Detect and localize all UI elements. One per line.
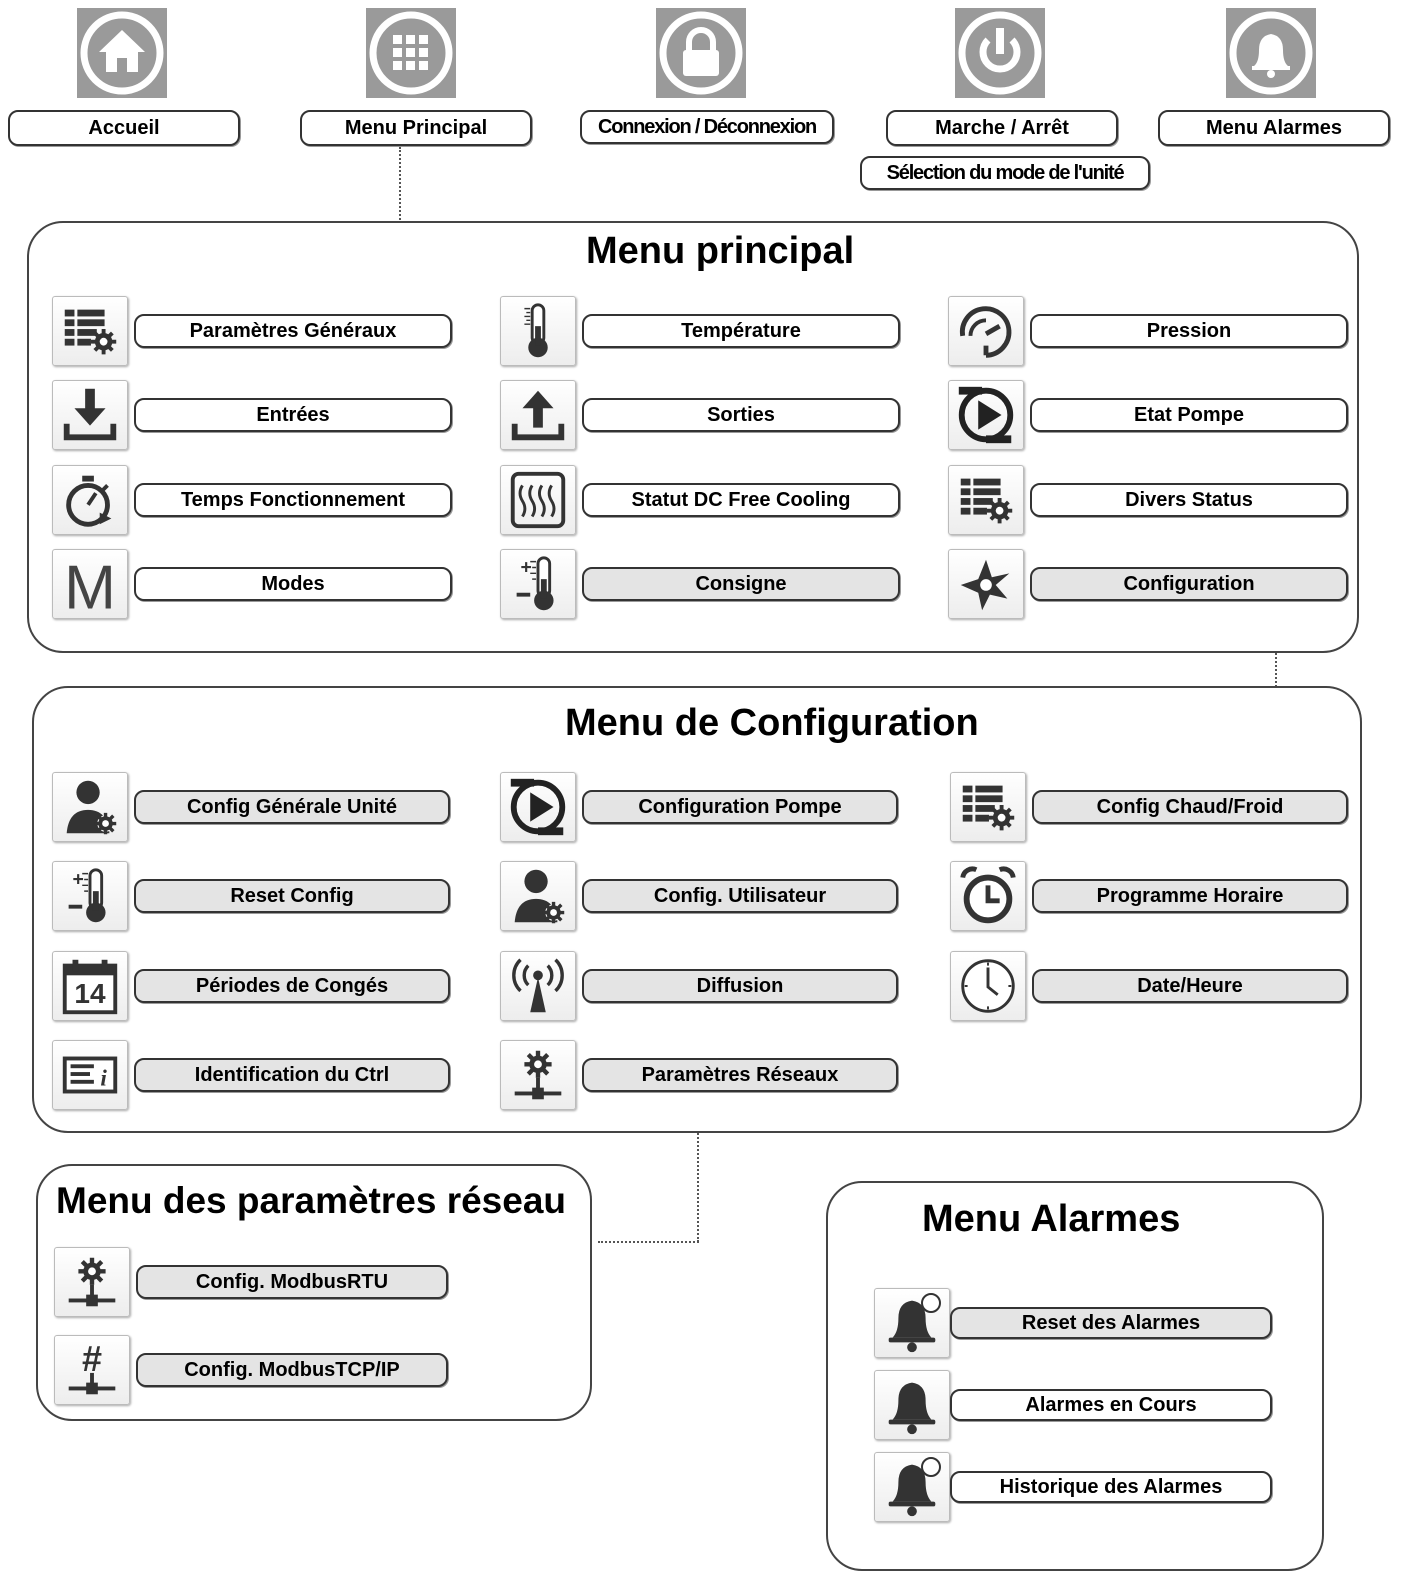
setpoint-thermometer-icon[interactable]	[500, 549, 576, 619]
pump-icon[interactable]	[500, 772, 576, 842]
config-utilisateur-button[interactable]: Config. Utilisateur	[582, 879, 898, 913]
settings-list-icon[interactable]	[950, 772, 1026, 842]
date-heure-button[interactable]: Date/Heure	[1032, 969, 1348, 1003]
parametres-generaux-button[interactable]: Paramètres Généraux	[134, 314, 452, 348]
config-modbustcp-ip-button[interactable]: Config. ModbusTCP/IP	[136, 1353, 448, 1387]
connector-network-menu	[598, 1241, 699, 1243]
heat-waves-icon[interactable]	[500, 465, 576, 535]
tools-icon[interactable]	[948, 549, 1024, 619]
config-chaud-froid-button[interactable]: Config Chaud/Froid	[1032, 790, 1348, 824]
divers-status-button[interactable]: Divers Status	[1030, 483, 1348, 517]
reset-config-button[interactable]: Reset Config	[134, 879, 450, 913]
consigne-button[interactable]: Consigne	[582, 567, 900, 601]
letter-m-icon[interactable]	[52, 549, 128, 619]
temperature-button[interactable]: Température	[582, 314, 900, 348]
diffusion-button[interactable]: Diffusion	[582, 969, 898, 1003]
network-hash-icon[interactable]: #	[54, 1335, 130, 1405]
download-arrow-icon[interactable]	[52, 380, 128, 450]
config-generale-unite-button[interactable]: Config Générale Unité	[134, 790, 450, 824]
id-card-icon[interactable]	[52, 1040, 128, 1110]
temps-fonctionnement-button[interactable]: Temps Fonctionnement	[134, 483, 452, 517]
home-icon[interactable]	[77, 8, 167, 98]
stopwatch-icon[interactable]	[52, 465, 128, 535]
upload-arrow-icon[interactable]	[500, 380, 576, 450]
reset-des-alarmes-button[interactable]: Reset des Alarmes	[950, 1307, 1272, 1339]
main-menu-button[interactable]: Menu Principal	[300, 110, 532, 146]
connector-main-menu	[399, 147, 401, 223]
config-menu-title: Menu de Configuration	[565, 702, 979, 744]
small-clock-icon	[921, 1457, 941, 1477]
pump-icon[interactable]	[948, 380, 1024, 450]
periodes-de-conges-button[interactable]: Périodes de Congés	[134, 969, 450, 1003]
statut-dc-free-cooling-button[interactable]: Statut DC Free Cooling	[582, 483, 900, 517]
user-gear-icon[interactable]	[52, 772, 128, 842]
etat-pompe-button[interactable]: Etat Pompe	[1030, 398, 1348, 432]
login-logout-button[interactable]: Connexion / Déconnexion	[580, 110, 834, 144]
bell-history-icon[interactable]	[874, 1452, 950, 1522]
on-off-button[interactable]: Marche / Arrêt	[886, 110, 1118, 146]
entrees-button[interactable]: Entrées	[134, 398, 452, 432]
refresh-icon	[921, 1293, 941, 1313]
antenna-icon[interactable]	[500, 951, 576, 1021]
sorties-button[interactable]: Sorties	[582, 398, 900, 432]
bell-reset-icon[interactable]	[874, 1288, 950, 1358]
power-icon[interactable]	[955, 8, 1045, 98]
setpoint-thermometer-icon[interactable]	[52, 861, 128, 931]
identification-du-ctrl-button[interactable]: Identification du Ctrl	[134, 1058, 450, 1092]
unit-mode-button[interactable]: Sélection du mode de l'unité	[860, 156, 1150, 190]
modes-button[interactable]: Modes	[134, 567, 452, 601]
main-menu-title: Menu principal	[586, 230, 855, 272]
lock-icon[interactable]	[656, 8, 746, 98]
calendar-icon[interactable]: 14	[52, 951, 128, 1021]
bell-icon[interactable]	[874, 1370, 950, 1440]
hash-glyph: #	[81, 1338, 103, 1379]
alarm-clock-icon[interactable]	[950, 861, 1026, 931]
configuration-pompe-button[interactable]: Configuration Pompe	[582, 790, 898, 824]
grid-menu-icon[interactable]	[366, 8, 456, 98]
historique-des-alarmes-button[interactable]: Historique des Alarmes	[950, 1471, 1272, 1503]
config-modbusrtu-button[interactable]: Config. ModbusRTU	[136, 1265, 448, 1299]
programme-horaire-button[interactable]: Programme Horaire	[1032, 879, 1348, 913]
network-gear-icon[interactable]	[54, 1247, 130, 1317]
alarms-menu-button[interactable]: Menu Alarmes	[1158, 110, 1390, 146]
pressure-gauge-icon[interactable]	[948, 296, 1024, 366]
thermometer-icon[interactable]	[500, 296, 576, 366]
settings-list-icon[interactable]	[948, 465, 1024, 535]
user-gear-icon[interactable]	[500, 861, 576, 931]
alarms-menu-title: Menu Alarmes	[922, 1198, 1181, 1240]
calendar-day-number: 14	[74, 978, 106, 1009]
bell-icon[interactable]	[1226, 8, 1316, 98]
network-menu-title: Menu des paramètres réseau	[56, 1180, 567, 1221]
clock-icon[interactable]	[950, 951, 1026, 1021]
alarmes-en-cours-button[interactable]: Alarmes en Cours	[950, 1389, 1272, 1421]
connector-network-params	[697, 1094, 699, 1242]
settings-list-icon[interactable]	[52, 296, 128, 366]
home-button[interactable]: Accueil	[8, 110, 240, 146]
network-gear-icon[interactable]	[500, 1040, 576, 1110]
configuration-button[interactable]: Configuration	[1030, 567, 1348, 601]
pression-button[interactable]: Pression	[1030, 314, 1348, 348]
parametres-reseaux-button[interactable]: Paramètres Réseaux	[582, 1058, 898, 1092]
